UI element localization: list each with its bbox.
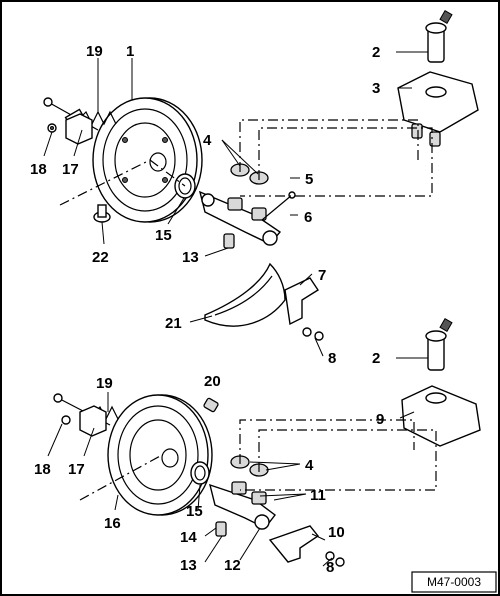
bracket-top <box>284 277 319 326</box>
brake-booster-bottom <box>107 394 213 516</box>
label-17-top: 17 <box>62 161 79 178</box>
sender-14 <box>215 521 227 537</box>
gasket-nut-top <box>47 113 93 145</box>
label-13-top: 13 <box>182 249 199 266</box>
master-cylinder-bottom <box>209 481 276 530</box>
figure-reference: M47-0003 <box>411 571 497 593</box>
brake-booster-top <box>92 97 203 223</box>
label-20: 20 <box>204 373 221 390</box>
label-11: 11 <box>310 487 326 504</box>
label-8-top: 8 <box>328 350 336 367</box>
reservoir-cap-top <box>425 9 453 63</box>
hose-lines-bottom <box>79 419 437 501</box>
label-2-bottom: 2 <box>372 350 380 367</box>
label-1: 1 <box>126 43 134 60</box>
gasket-nut-bottom <box>61 405 107 437</box>
label-21: 21 <box>165 315 182 332</box>
connector-20 <box>203 397 219 413</box>
bracket-bottom <box>268 525 320 563</box>
label-19-bottom: 19 <box>96 375 113 392</box>
label-9: 9 <box>376 411 384 428</box>
part-labels: 19 1 2 3 4 5 6 7 8 13 21 15 17 18 22 2 9… <box>30 43 384 576</box>
label-18-top: 18 <box>30 161 47 178</box>
reservoir-cap-bottom <box>425 317 453 371</box>
reservoir-top <box>397 71 479 147</box>
hose-lines-top <box>59 119 433 206</box>
label-8-bottom: 8 <box>326 559 334 576</box>
label-16: 16 <box>104 515 121 532</box>
nuts-top <box>302 327 324 341</box>
label-10: 10 <box>328 524 345 541</box>
reservoir-bottom <box>401 385 481 447</box>
label-15-bottom: 15 <box>186 503 203 520</box>
heat-shield <box>204 262 286 327</box>
label-4-bottom: 4 <box>305 457 314 474</box>
leader-lines <box>43 51 428 567</box>
label-13-bottom: 13 <box>180 557 197 574</box>
label-7: 7 <box>318 267 326 284</box>
label-17-bottom: 17 <box>68 461 85 478</box>
sleeves-bottom <box>230 455 269 477</box>
screw-22 <box>93 204 111 223</box>
label-2-top: 2 <box>372 44 380 61</box>
label-6: 6 <box>304 209 312 226</box>
figure-reference-text: M47-0003 <box>427 575 481 589</box>
master-cylinder-top <box>198 190 282 246</box>
label-4-top: 4 <box>203 132 212 149</box>
label-19-top: 19 <box>86 43 103 60</box>
label-18-bottom: 18 <box>34 461 51 478</box>
seal-ring-bottom <box>190 461 210 485</box>
sender-top <box>223 233 235 249</box>
sleeves-top <box>230 163 269 185</box>
label-5: 5 <box>305 171 313 188</box>
label-12: 12 <box>224 557 241 574</box>
label-22: 22 <box>92 249 109 266</box>
label-3: 3 <box>372 80 380 97</box>
nuts-bottom <box>325 551 345 567</box>
label-14: 14 <box>180 529 197 546</box>
label-15-top: 15 <box>155 227 172 244</box>
